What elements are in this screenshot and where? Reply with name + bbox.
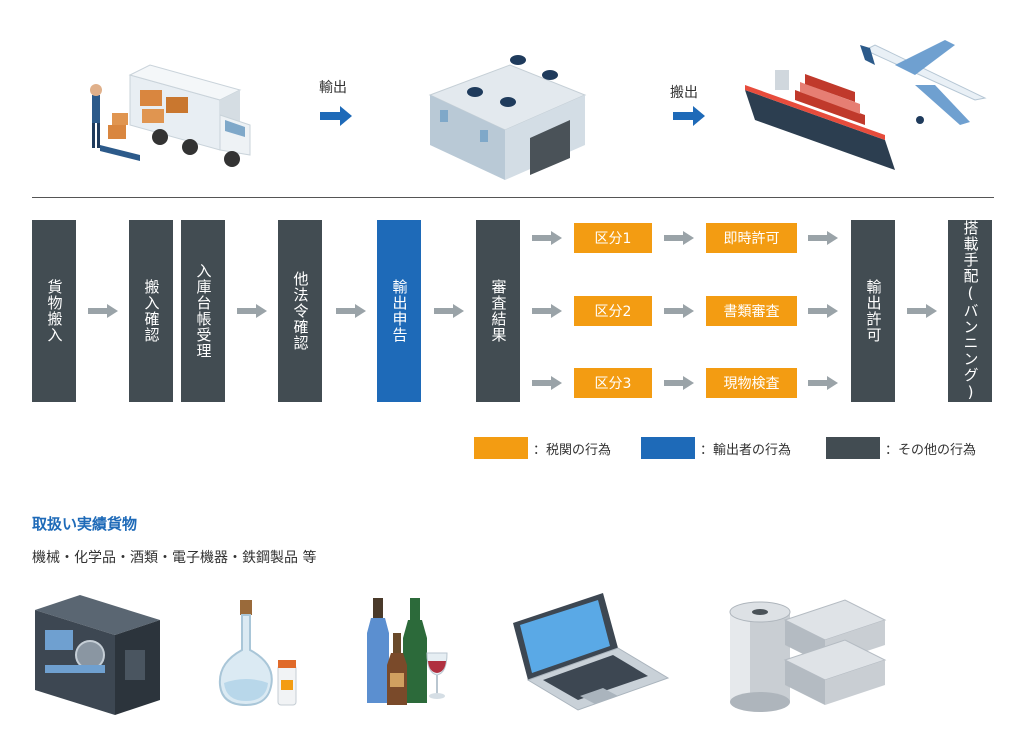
arrow-right-icon <box>808 304 838 318</box>
legend-swatch-customs <box>474 437 528 459</box>
arrow-right-icon <box>532 304 562 318</box>
steel-illustration <box>729 599 887 712</box>
step-in-confirm: 搬入確認 <box>129 220 173 402</box>
ship-airplane-illustration <box>745 40 987 170</box>
chemicals-illustration <box>218 600 297 707</box>
goods-list: 機械・化学品・酒類・電子機器・鉄鋼製品 等 <box>32 550 317 566</box>
arrow-right-icon <box>237 304 267 318</box>
step-cargo-in: 貨物搬入 <box>32 220 76 402</box>
document-review-box: 書類審査 <box>706 296 797 326</box>
step-other-law: 他法令確認 <box>278 220 322 402</box>
flow-label-export: 輸出 <box>319 80 347 96</box>
arrow-right-icon <box>434 304 464 318</box>
step-vanning: 搭載手配(バンニング) <box>948 220 992 402</box>
immediate-permit-box: 即時許可 <box>706 223 797 253</box>
arrow-right-icon <box>907 304 937 318</box>
arrow-right-icon <box>88 304 118 318</box>
arrow-right-icon <box>808 231 838 245</box>
arrow-right-icon <box>664 376 694 390</box>
step-export-permit: 輸出許可 <box>851 220 895 402</box>
arrow-right-icon <box>532 231 562 245</box>
category-3-box: 区分3 <box>574 368 652 398</box>
arrow-right-icon <box>664 304 694 318</box>
truck-illustration <box>90 64 251 167</box>
arrow-right-icon <box>808 376 838 390</box>
legend-swatch-exporter <box>641 437 695 459</box>
divider <box>32 197 994 198</box>
arrow-right-icon <box>320 106 352 126</box>
goods-section-title: 取扱い実績貨物 <box>32 515 138 533</box>
physical-inspection-box: 現物検査 <box>706 368 797 398</box>
liquor-illustration <box>367 598 448 705</box>
legend-label-customs: ：税関の行為 <box>533 443 612 458</box>
arrow-right-icon <box>336 304 366 318</box>
category-2-box: 区分2 <box>574 296 652 326</box>
flow-label-carry-out: 搬出 <box>670 85 698 101</box>
legend-label-exporter: ：輸出者の行為 <box>700 443 792 458</box>
laptop-illustration <box>513 593 670 711</box>
arrow-right-icon <box>664 231 694 245</box>
arrow-right-icon <box>673 106 705 126</box>
machine-illustration <box>35 595 160 715</box>
step-export-declaration: 輸出申告 <box>377 220 421 402</box>
legend-label-other: ：その他の行為 <box>885 443 977 458</box>
legend-swatch-other <box>826 437 880 459</box>
step-review-result: 審査結果 <box>476 220 520 402</box>
step-warehouse-receive: 入庫台帳受理 <box>181 220 225 402</box>
warehouse-illustration <box>428 55 587 180</box>
arrow-right-icon <box>532 376 562 390</box>
category-1-box: 区分1 <box>574 223 652 253</box>
